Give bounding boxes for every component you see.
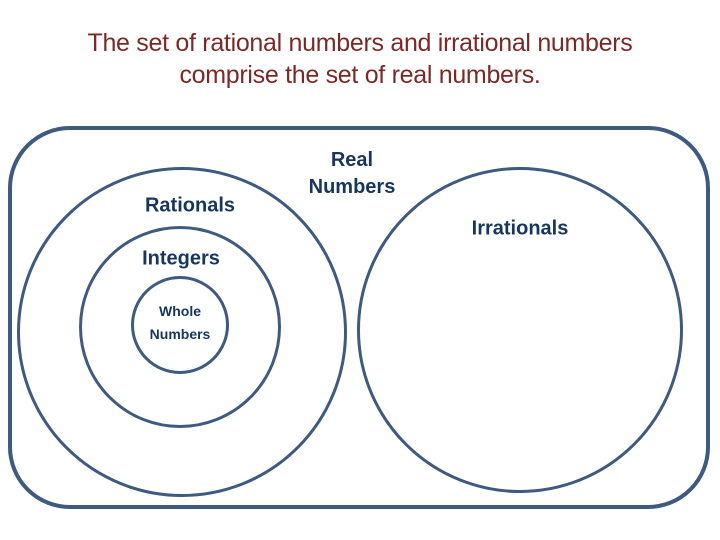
real-numbers-set-boundary (8, 126, 710, 509)
slide-title-line-2: comprise the set of real numbers. (179, 61, 541, 89)
whole-numbers-label: Whole Numbers (150, 300, 211, 346)
real-numbers-label-line-2: Numbers (308, 176, 396, 198)
whole-numbers-circle (131, 276, 229, 374)
slide-title-line-1: The set of rational numbers and irration… (87, 29, 633, 57)
irrationals-label: Irrationals (471, 217, 569, 240)
rationals-label: Rationals (144, 194, 236, 217)
integers-circle (79, 226, 281, 428)
whole-numbers-label-line-1: Whole (159, 303, 201, 319)
real-numbers-label-line-1: Real (330, 149, 374, 171)
integers-label: Integers (142, 247, 220, 270)
real-numbers-label: Real Numbers (309, 147, 396, 201)
whole-numbers-label-line-2: Numbers (149, 326, 211, 342)
slide-title: The set of rational numbers and irration… (0, 27, 720, 91)
irrationals-circle (357, 167, 683, 493)
rationals-circle (17, 167, 347, 497)
